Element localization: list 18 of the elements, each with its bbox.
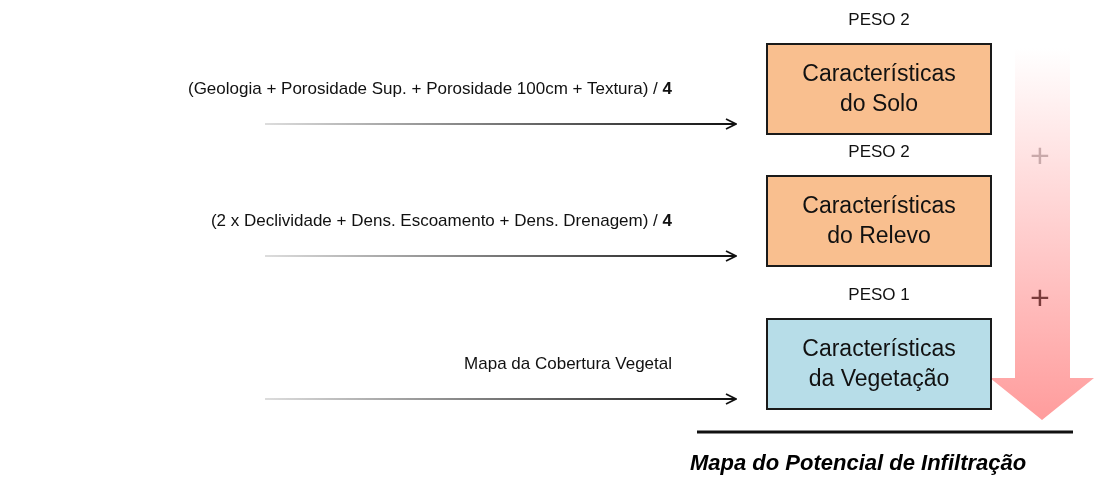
formula-label: (Geologia + Porosidade Sup. + Porosidade 100cm + Textura) / 4 [187, 78, 672, 99]
box-title: Características do Relevo [801, 191, 957, 250]
box-title: Características do Solo [801, 59, 957, 118]
result-title: Mapa do Potencial de Infiltração [690, 450, 1027, 476]
formula-label: Mapa da Cobertura Vegetal [464, 353, 672, 374]
box-title: Características da Vegetação [801, 334, 957, 393]
weight-label: PESO 1 [848, 285, 910, 305]
plus-sign: + [1030, 136, 1050, 175]
process-box [766, 43, 992, 135]
weight-label: PESO 2 [848, 10, 910, 30]
formula-label: (2 x Declividade + Dens. Escoamento + Dens. Drenagem) / 4 [210, 210, 672, 231]
arrow [264, 118, 737, 130]
arrow [264, 250, 737, 262]
plus-sign: + [1030, 278, 1050, 317]
weight-label: PESO 2 [848, 142, 910, 162]
process-box [766, 175, 992, 267]
arrow [264, 393, 737, 405]
process-box [766, 318, 992, 410]
